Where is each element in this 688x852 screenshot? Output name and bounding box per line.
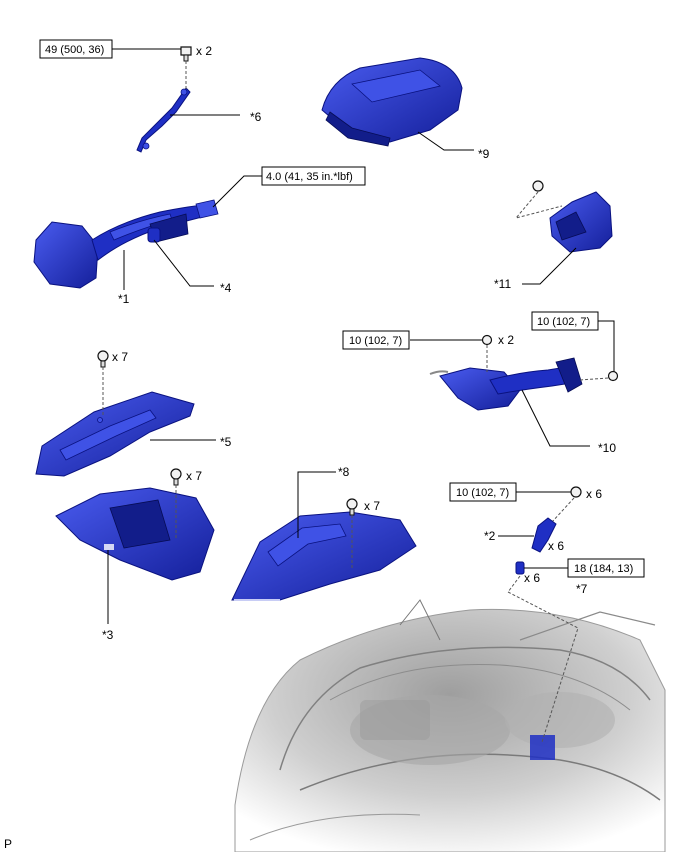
part-6-stay [136, 87, 191, 153]
quantity-label: x 6 [548, 539, 564, 553]
torque-value: 49 (500, 36) [45, 44, 104, 56]
bolt-icon [180, 46, 192, 62]
quantity-label: x 7 [364, 499, 380, 513]
part-4-clamp [147, 227, 161, 243]
torque-value: 4.0 (41, 35 in.*lbf) [266, 171, 353, 183]
mounting-location-highlight [530, 735, 555, 760]
callout-label: *8 [338, 465, 350, 479]
quantity-label: x 6 [586, 487, 602, 501]
part-10-bracket-assembly [429, 357, 583, 411]
torque-value: 10 (102, 7) [349, 335, 402, 347]
callout-label: *5 [220, 435, 232, 449]
bolt-icon [607, 370, 619, 382]
torque-value: 18 (184, 13) [574, 563, 633, 575]
torque-box [567, 558, 645, 578]
bolt-icon [570, 486, 582, 498]
nut-icon [481, 334, 493, 346]
torque-box [261, 166, 366, 186]
callout-label: *3 [102, 628, 114, 642]
torque-box [342, 330, 410, 350]
callout-label: *1 [118, 292, 130, 306]
corner-mark: P [4, 837, 12, 851]
part-3-engine-under-cover [55, 487, 215, 581]
callout-label: *4 [220, 281, 232, 295]
quantity-label: x 6 [524, 571, 540, 585]
bolt-icon [532, 180, 544, 192]
part-1-air-cleaner-assembly [33, 199, 219, 289]
clip-icon [97, 350, 109, 368]
callout-label: *9 [478, 147, 490, 161]
torque-box [39, 39, 113, 59]
torque-value: 10 (102, 7) [537, 316, 590, 328]
callout-label: *11 [494, 277, 511, 291]
part-7-pin [515, 561, 525, 575]
part-5-engine-under-cover [35, 391, 195, 477]
quantity-label: x 2 [498, 333, 514, 347]
quantity-label: x 2 [196, 44, 212, 58]
part-11-bracket [549, 191, 613, 253]
callout-label: *6 [250, 110, 262, 124]
part-9-engine-cover [321, 57, 463, 147]
callout-label: *10 [598, 441, 616, 455]
callout-label: *2 [484, 529, 496, 543]
quantity-label: x 7 [112, 350, 128, 364]
clip-icon [170, 468, 182, 486]
part-8-engine-under-cover [231, 511, 417, 601]
callout-label: *7 [576, 582, 588, 596]
vehicle-engine-bay-image [234, 599, 666, 852]
quantity-label: x 7 [186, 469, 202, 483]
torque-value: 10 (102, 7) [456, 487, 509, 499]
part-2-hood-lock-bracket [531, 517, 557, 553]
